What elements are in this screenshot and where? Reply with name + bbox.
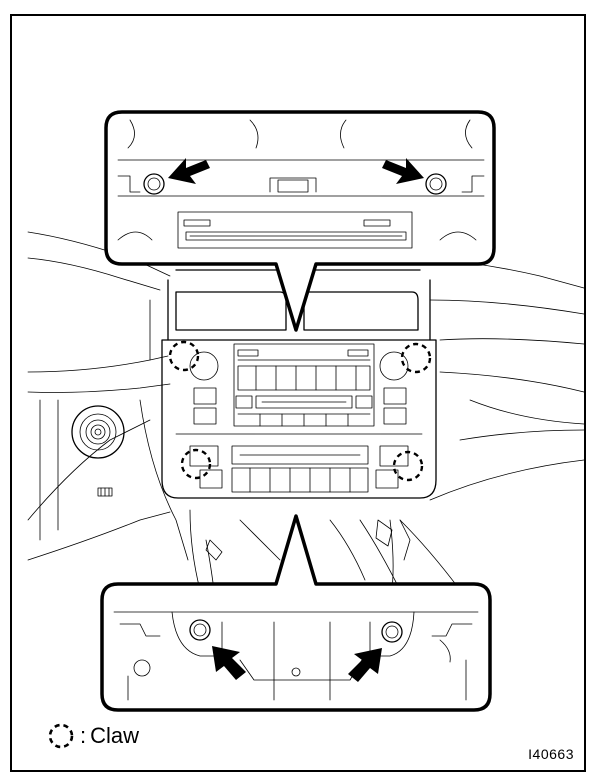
claw-marker [400, 342, 432, 374]
ignition-switch [71, 405, 125, 497]
legend: : Claw [46, 720, 139, 752]
claw-legend-icon [48, 723, 74, 749]
top-callout [104, 110, 496, 332]
legend-separator: : [80, 723, 87, 748]
claw-marker [168, 340, 200, 372]
claw-marker [180, 448, 212, 480]
arrow-icon [212, 646, 246, 680]
bottom-callout [100, 514, 492, 712]
arrow-icon [382, 158, 424, 184]
figure-code: I40663 [528, 746, 574, 762]
claw-markers [168, 340, 432, 482]
legend-label: Claw [90, 723, 140, 748]
arrow-icon [348, 648, 382, 682]
center-cluster-panel [161, 269, 437, 499]
claw-marker [392, 450, 424, 482]
arrow-icon [168, 158, 210, 184]
